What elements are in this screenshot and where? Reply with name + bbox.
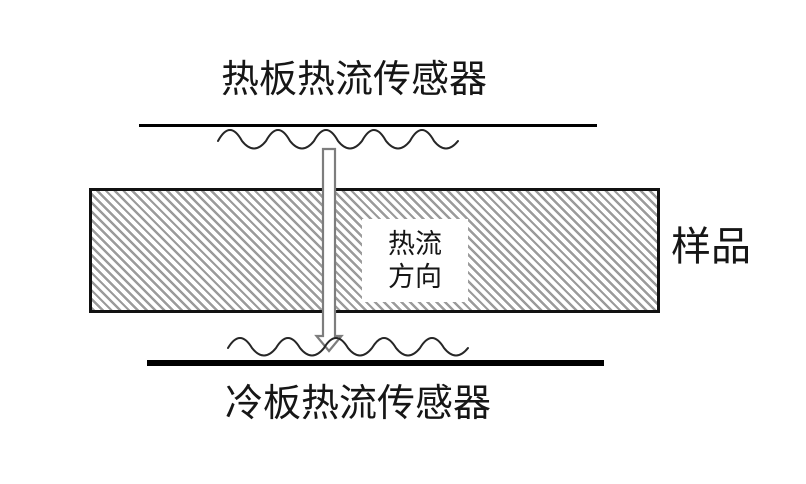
wavy-line-bottom-icon [227, 337, 469, 357]
hot-plate-line [139, 124, 597, 127]
cold-plate-sensor-label: 冷板热流传感器 [225, 383, 492, 425]
hot-plate-sensor-label: 热板热流传感器 [221, 59, 488, 101]
heat-flow-box-line2: 方向 [388, 261, 442, 292]
sample-label: 样品 [671, 225, 751, 269]
down-arrow-icon [314, 147, 344, 353]
wavy-line-top-icon [217, 129, 459, 150]
heat-flow-box-line1: 热流 [388, 228, 442, 259]
heat-flow-direction-box: 热流 方向 [362, 219, 468, 302]
cold-plate-line [147, 360, 604, 366]
